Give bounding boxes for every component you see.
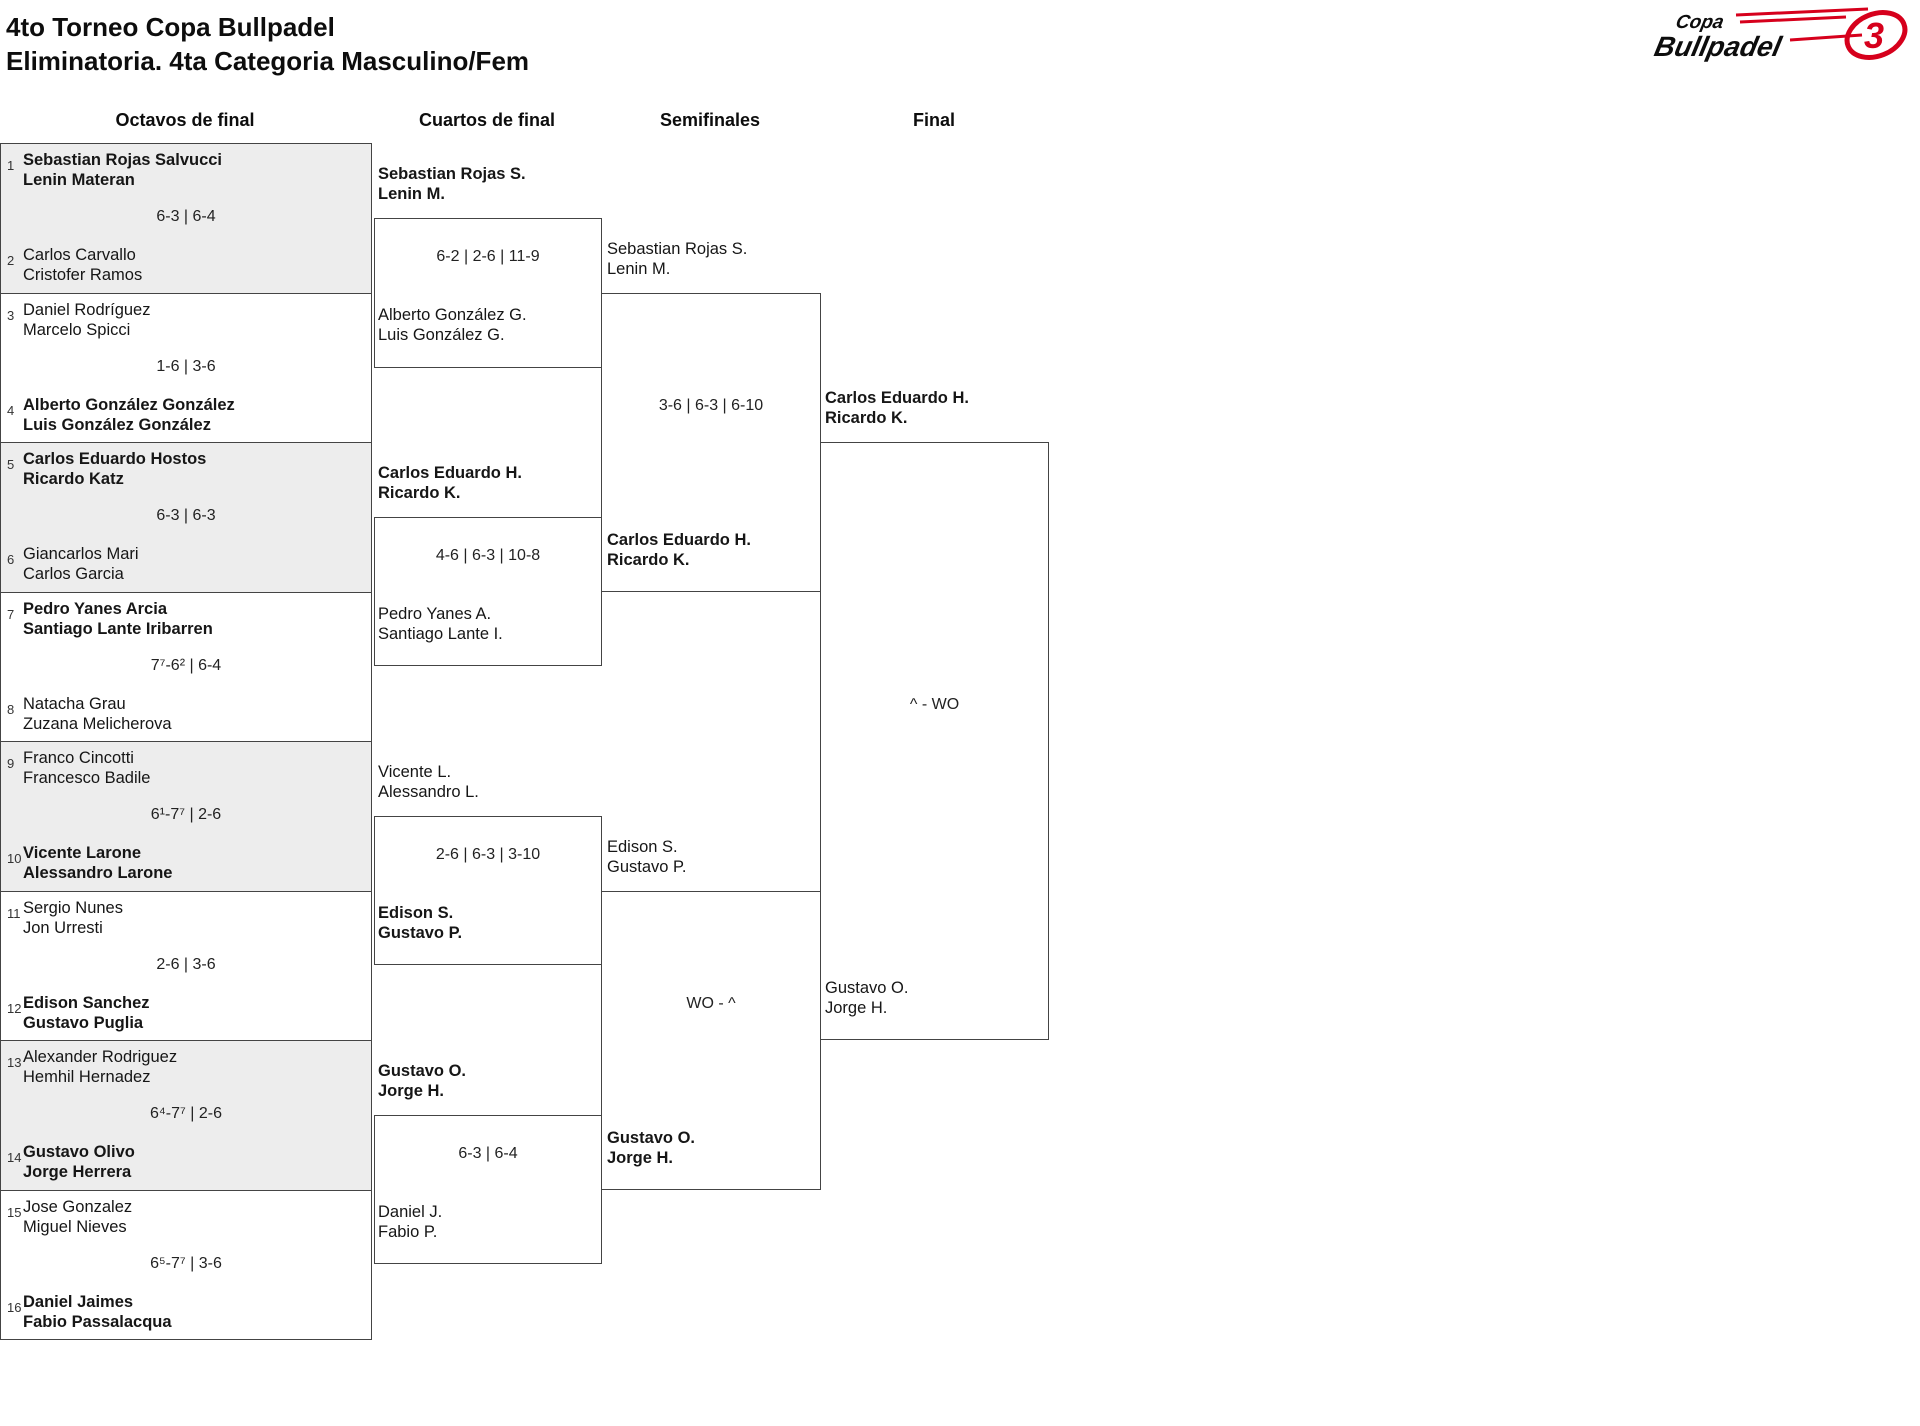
copa-bullpadel-logo: Copa Bullpadel 3 xyxy=(1650,4,1910,68)
seed-number: 7 xyxy=(7,607,15,622)
cuartos-match-3: Vicente L.Alessandro L. 2-6 | 6-3 | 3-10… xyxy=(374,762,602,965)
seed-number: 3 xyxy=(7,308,15,323)
seed-number: 14 xyxy=(7,1150,22,1165)
logo-word-bullpadel: Bullpadel xyxy=(1652,30,1786,62)
match-score: ^ - WO xyxy=(909,696,960,713)
logo-speedline-3 xyxy=(1789,33,1863,42)
team-entry: Gustavo O.Jorge H. xyxy=(378,1062,467,1100)
logo-speedline-2 xyxy=(1739,15,1847,24)
team-entry: Gustavo O.Jorge H. xyxy=(825,979,909,1017)
logo-emblem xyxy=(1844,10,1908,60)
page-title-line1: 4to Torneo Copa Bullpadel xyxy=(6,12,335,42)
seed-number: 1 xyxy=(7,158,15,173)
final-match: Carlos Eduardo H.Ricardo K. ^ - WO Gusta… xyxy=(820,388,1049,1040)
page-title: 4to Torneo Copa Bullpadel Eliminatoria. … xyxy=(6,10,529,78)
seed-number: 13 xyxy=(7,1055,22,1070)
team-entry: Gustavo O.Jorge H. xyxy=(607,1129,696,1167)
match-score: 6¹-7⁷ | 2-6 xyxy=(150,806,222,823)
seed-number: 8 xyxy=(7,702,15,717)
seed-number: 15 xyxy=(7,1205,22,1220)
seed-number: 10 xyxy=(7,851,22,866)
team-entry: Sebastian Rojas S.Lenin M. xyxy=(607,240,748,278)
team-entry: Edison S.Gustavo P. xyxy=(378,904,463,942)
team-entry: Daniel J.Fabio P. xyxy=(378,1203,443,1241)
match-score: 3-6 | 6-3 | 6-10 xyxy=(658,397,764,414)
logo-word-copa: Copa xyxy=(1674,12,1726,33)
round-header-final: Final xyxy=(912,110,955,130)
team-entry: Carlos Eduardo H.Ricardo K. xyxy=(825,389,969,427)
team-entry: Pedro Yanes A.Santiago Lante I. xyxy=(378,605,503,643)
match-score: 7⁷-6² | 6-4 xyxy=(150,657,222,674)
round-header-semifinales: Semifinales xyxy=(659,110,761,130)
cuartos-match-1: Sebastian Rojas S.Lenin M. 6-2 | 2-6 | 1… xyxy=(374,164,602,368)
bracket-connector-box xyxy=(374,816,602,965)
seed-number: 6 xyxy=(7,552,15,567)
seed-number: 4 xyxy=(7,403,15,418)
bracket-connector-box xyxy=(374,218,602,368)
team-entry: Carlos Eduardo H.Ricardo K. xyxy=(378,464,522,502)
team-entry: Vicente L.Alessandro L. xyxy=(378,763,479,801)
cuartos-match-2: Carlos Eduardo H.Ricardo K. 4-6 | 6-3 | … xyxy=(374,463,602,666)
match-score: 6⁵-7⁷ | 3-6 xyxy=(150,1255,222,1272)
team-entry: Alberto González G.Luis González G. xyxy=(378,306,527,344)
team-entry: Sebastian Rojas S.Lenin M. xyxy=(378,165,526,203)
seed-number: 2 xyxy=(7,253,15,268)
match-score: 6⁴-7⁷ | 2-6 xyxy=(150,1105,222,1122)
team-entry: Edison S.Gustavo P. xyxy=(607,838,687,876)
cuartos-match-4: Gustavo O.Jorge H. 6-3 | 6-4 Daniel J.Fa… xyxy=(374,1061,602,1264)
semifinal-match-1: Sebastian Rojas S.Lenin M. 3-6 | 6-3 | 6… xyxy=(601,239,821,592)
seed-number: 5 xyxy=(7,457,15,472)
team-entry: Carlos Eduardo H.Ricardo K. xyxy=(607,531,751,569)
match-score: 1-6 | 3-6 xyxy=(156,358,216,375)
page-title-line2: Eliminatoria. 4ta Categoria Masculino/Fe… xyxy=(6,46,530,76)
match-score: 6-2 | 2-6 | 11-9 xyxy=(436,248,540,265)
bracket-connector-box xyxy=(820,442,1049,1040)
copa-bullpadel-logo-icon: Copa Bullpadel 3 xyxy=(1652,7,1908,62)
match-score: 6-3 | 6-3 xyxy=(156,507,216,524)
round-header-octavos: Octavos de final xyxy=(115,110,255,130)
bracket-connector-box xyxy=(601,891,821,1190)
seed-number: 16 xyxy=(7,1300,22,1315)
match-score: 6-3 | 6-4 xyxy=(458,1145,518,1162)
logo-emblem-glyph: 3 xyxy=(1864,15,1884,56)
semifinal-match-2: Edison S.Gustavo P. WO - ^ Gustavo O.Jor… xyxy=(601,837,821,1190)
match-score: 2-6 | 3-6 xyxy=(156,956,216,973)
match-score: 2-6 | 6-3 | 3-10 xyxy=(435,846,541,863)
round-header-cuartos: Cuartos de final xyxy=(418,110,556,130)
seed-number: 12 xyxy=(7,1001,22,1016)
seed-number: 11 xyxy=(7,906,21,921)
match-score: 4-6 | 6-3 | 10-8 xyxy=(435,547,541,564)
match-score: 6-3 | 6-4 xyxy=(156,208,216,225)
seed-number: 9 xyxy=(7,756,15,771)
match-score: WO - ^ xyxy=(686,995,736,1012)
logo-speedline-1 xyxy=(1735,7,1869,17)
